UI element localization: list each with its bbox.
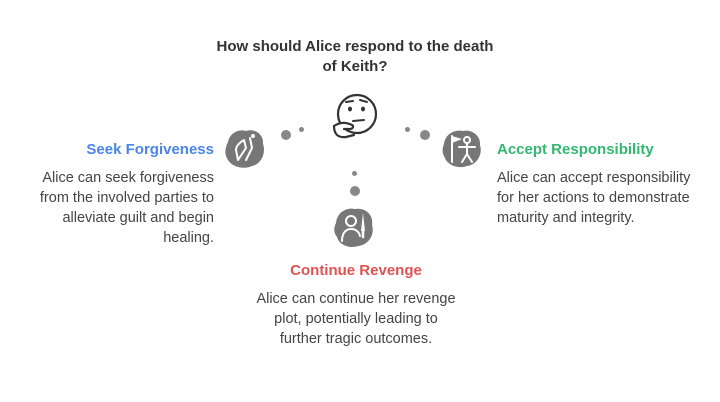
connector-dot bbox=[405, 127, 410, 132]
connector-dot bbox=[281, 130, 291, 140]
connector-dot bbox=[352, 171, 357, 176]
accept-responsibility-heading: Accept Responsibility bbox=[497, 141, 654, 158]
continue-revenge-heading: Continue Revenge bbox=[290, 262, 422, 279]
seek-forgiveness-heading: Seek Forgiveness bbox=[86, 141, 214, 158]
connector-dot bbox=[299, 127, 304, 132]
continue-revenge-description: Alice can continue her revenge plot, pot… bbox=[256, 291, 456, 347]
accept-responsibility-description: Alice can accept responsibility for her … bbox=[497, 170, 691, 226]
person-holding-flag-icon bbox=[439, 126, 485, 170]
diagram-title: How should Alice respond to the death of… bbox=[216, 38, 494, 75]
praying-hands-icon bbox=[222, 126, 268, 170]
connector-dot bbox=[420, 130, 430, 140]
thinking-face-icon bbox=[326, 92, 384, 152]
seek-forgiveness-description: Alice can seek forgiveness from the invo… bbox=[39, 170, 214, 246]
connector-dot bbox=[350, 186, 360, 196]
person-with-knife-icon bbox=[330, 203, 378, 251]
